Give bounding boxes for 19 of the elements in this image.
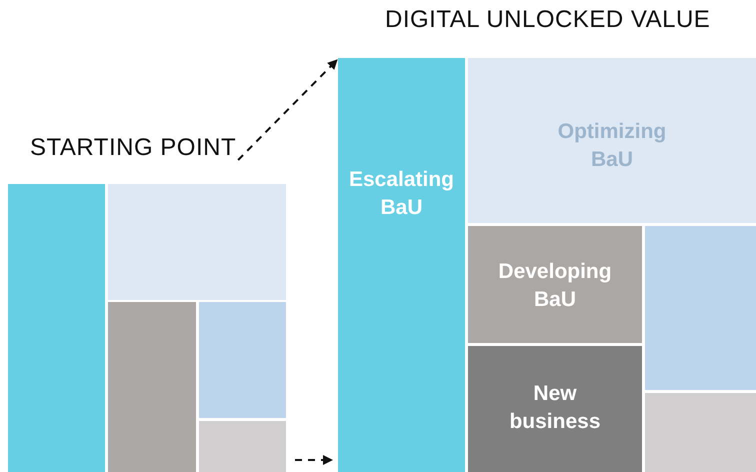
empty-block xyxy=(108,302,196,472)
dashed-arrow xyxy=(295,455,333,465)
block-label: Developing BaU xyxy=(497,259,613,313)
heading: STARTING POINT xyxy=(30,134,236,162)
segment-block xyxy=(468,226,642,343)
empty-block xyxy=(199,421,286,472)
segment-block xyxy=(338,58,465,472)
block-label: Escalating BaU xyxy=(348,167,456,221)
segment-block xyxy=(468,346,642,472)
block-label: New business xyxy=(508,381,602,435)
empty-block xyxy=(8,184,105,472)
dashed-arrow xyxy=(237,59,338,161)
empty-block xyxy=(108,184,286,300)
empty-block xyxy=(645,226,756,390)
empty-block xyxy=(645,393,756,472)
segment-block xyxy=(468,58,756,223)
empty-block xyxy=(199,302,286,418)
heading: DIGITAL UNLOCKED VALUE xyxy=(385,6,710,34)
block-label: Optimizing BaU xyxy=(556,119,668,173)
